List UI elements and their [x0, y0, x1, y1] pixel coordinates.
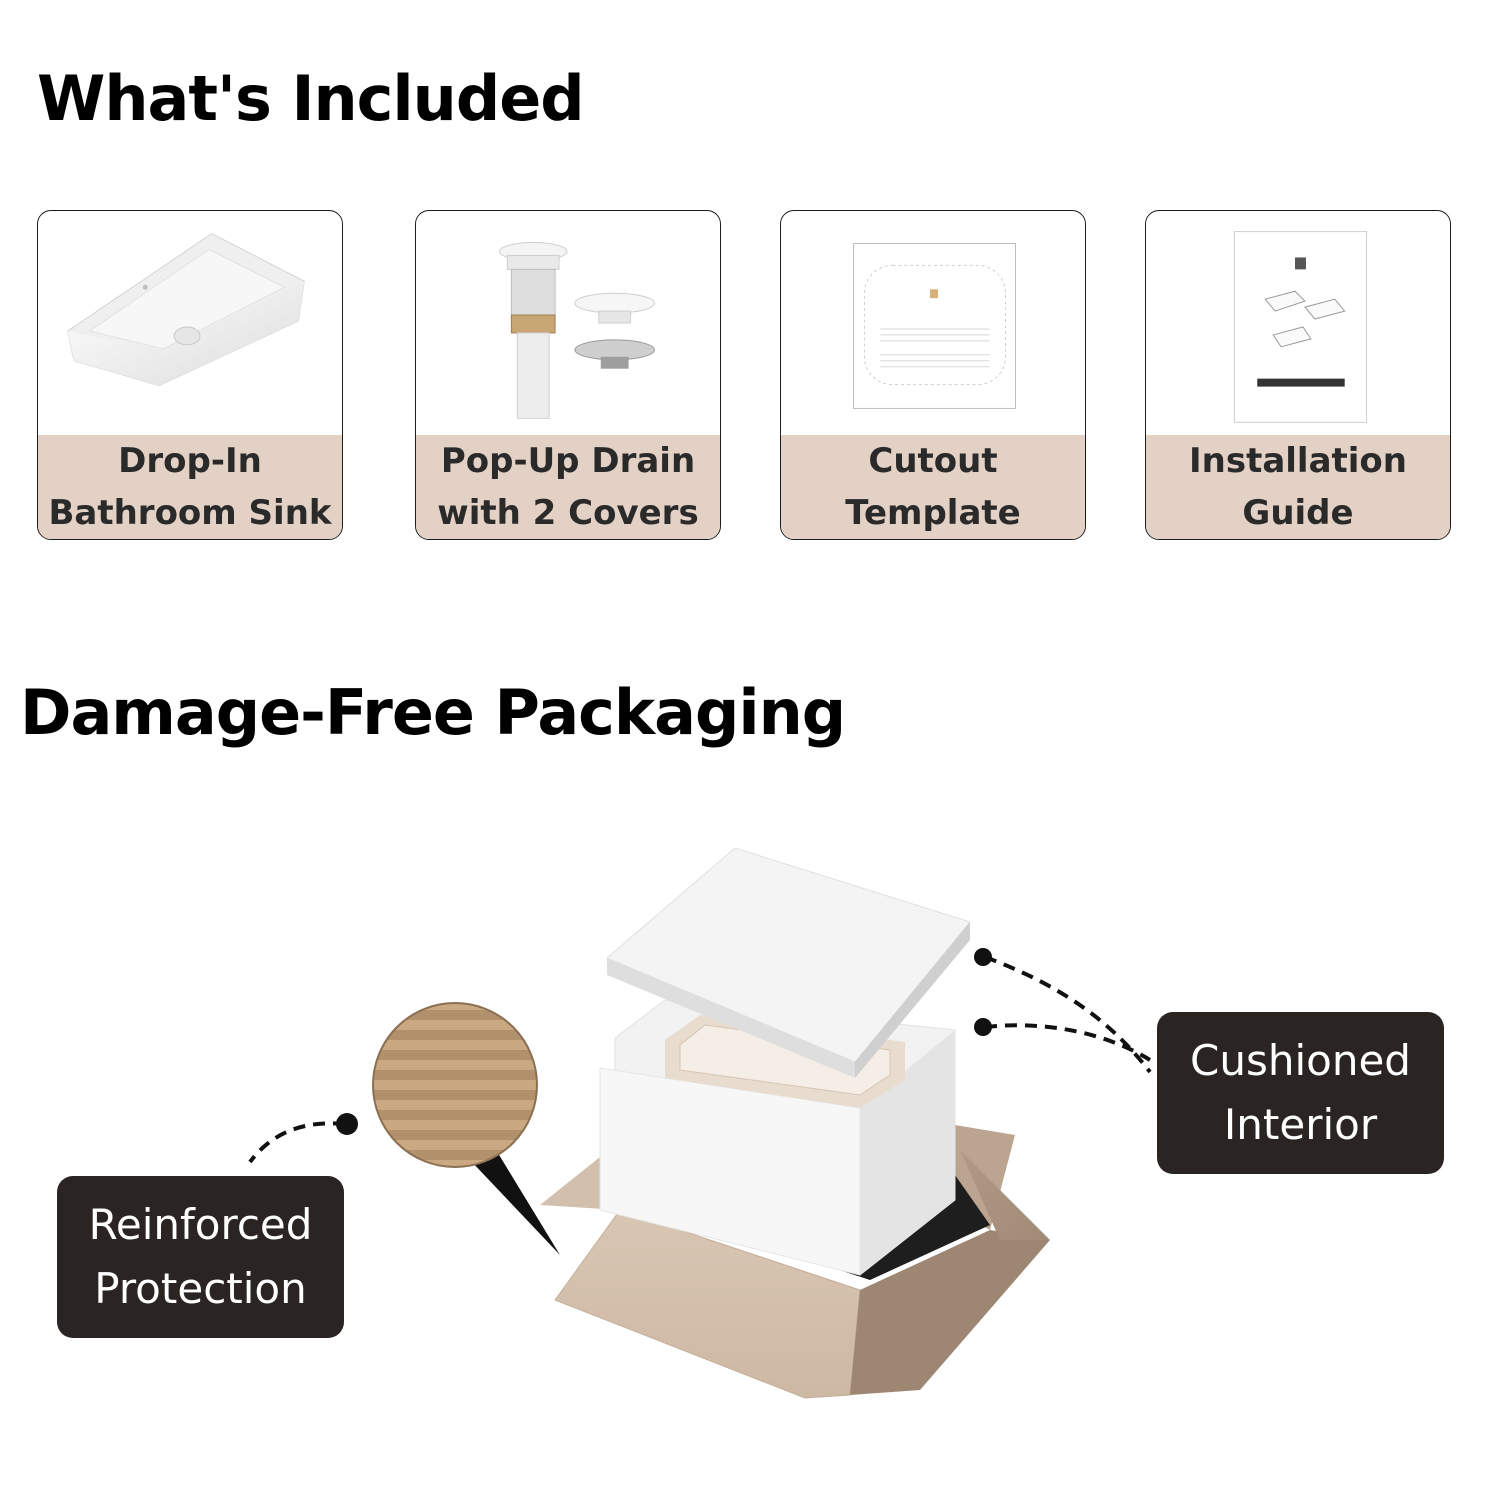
caption-sink: Drop-In Bathroom Sink	[38, 435, 342, 539]
leader-lines	[248, 955, 1152, 1164]
template-image	[853, 243, 1016, 409]
caption-line: Pop-Up Drain	[440, 441, 696, 481]
foam-lid	[606, 847, 971, 1078]
label-line: Protection	[94, 1264, 307, 1313]
caption-guide: Installation Guide	[1146, 435, 1450, 539]
cushioned-interior-label: Cushioned Interior	[1157, 1012, 1444, 1174]
item-card-drain: Pop-Up Drain with 2 Covers	[415, 210, 721, 540]
whats-included-title: What's Included	[37, 62, 585, 135]
caption-line: Drop-In	[118, 441, 262, 481]
caption-template: Cutout Template	[781, 435, 1085, 539]
leader-dot	[974, 1018, 992, 1036]
caption-line: Guide	[1242, 493, 1354, 533]
item-card-sink: Drop-In Bathroom Sink	[37, 210, 343, 540]
drain-image	[498, 242, 655, 419]
caption-drain: Pop-Up Drain with 2 Covers	[416, 435, 720, 539]
reinforced-protection-label: Reinforced Protection	[57, 1176, 344, 1338]
leader-dot	[336, 1113, 358, 1135]
label-line: Interior	[1223, 1100, 1378, 1149]
caption-line: with 2 Covers	[437, 493, 699, 533]
caption-line: Installation	[1188, 441, 1407, 481]
item-card-template: Cutout Template	[780, 210, 1086, 540]
label-line: Cushioned	[1190, 1036, 1411, 1085]
guide-image	[1233, 231, 1368, 423]
caption-line: Template	[845, 493, 1021, 533]
sink-image	[67, 233, 305, 387]
caption-line: Bathroom Sink	[48, 493, 332, 533]
leader-dot	[974, 948, 992, 966]
caption-line: Cutout	[868, 441, 998, 481]
packaging-title: Damage-Free Packaging	[20, 676, 846, 749]
item-card-guide: Installation Guide	[1145, 210, 1451, 540]
corrugated-detail	[372, 1002, 560, 1255]
label-line: Reinforced	[88, 1200, 313, 1249]
